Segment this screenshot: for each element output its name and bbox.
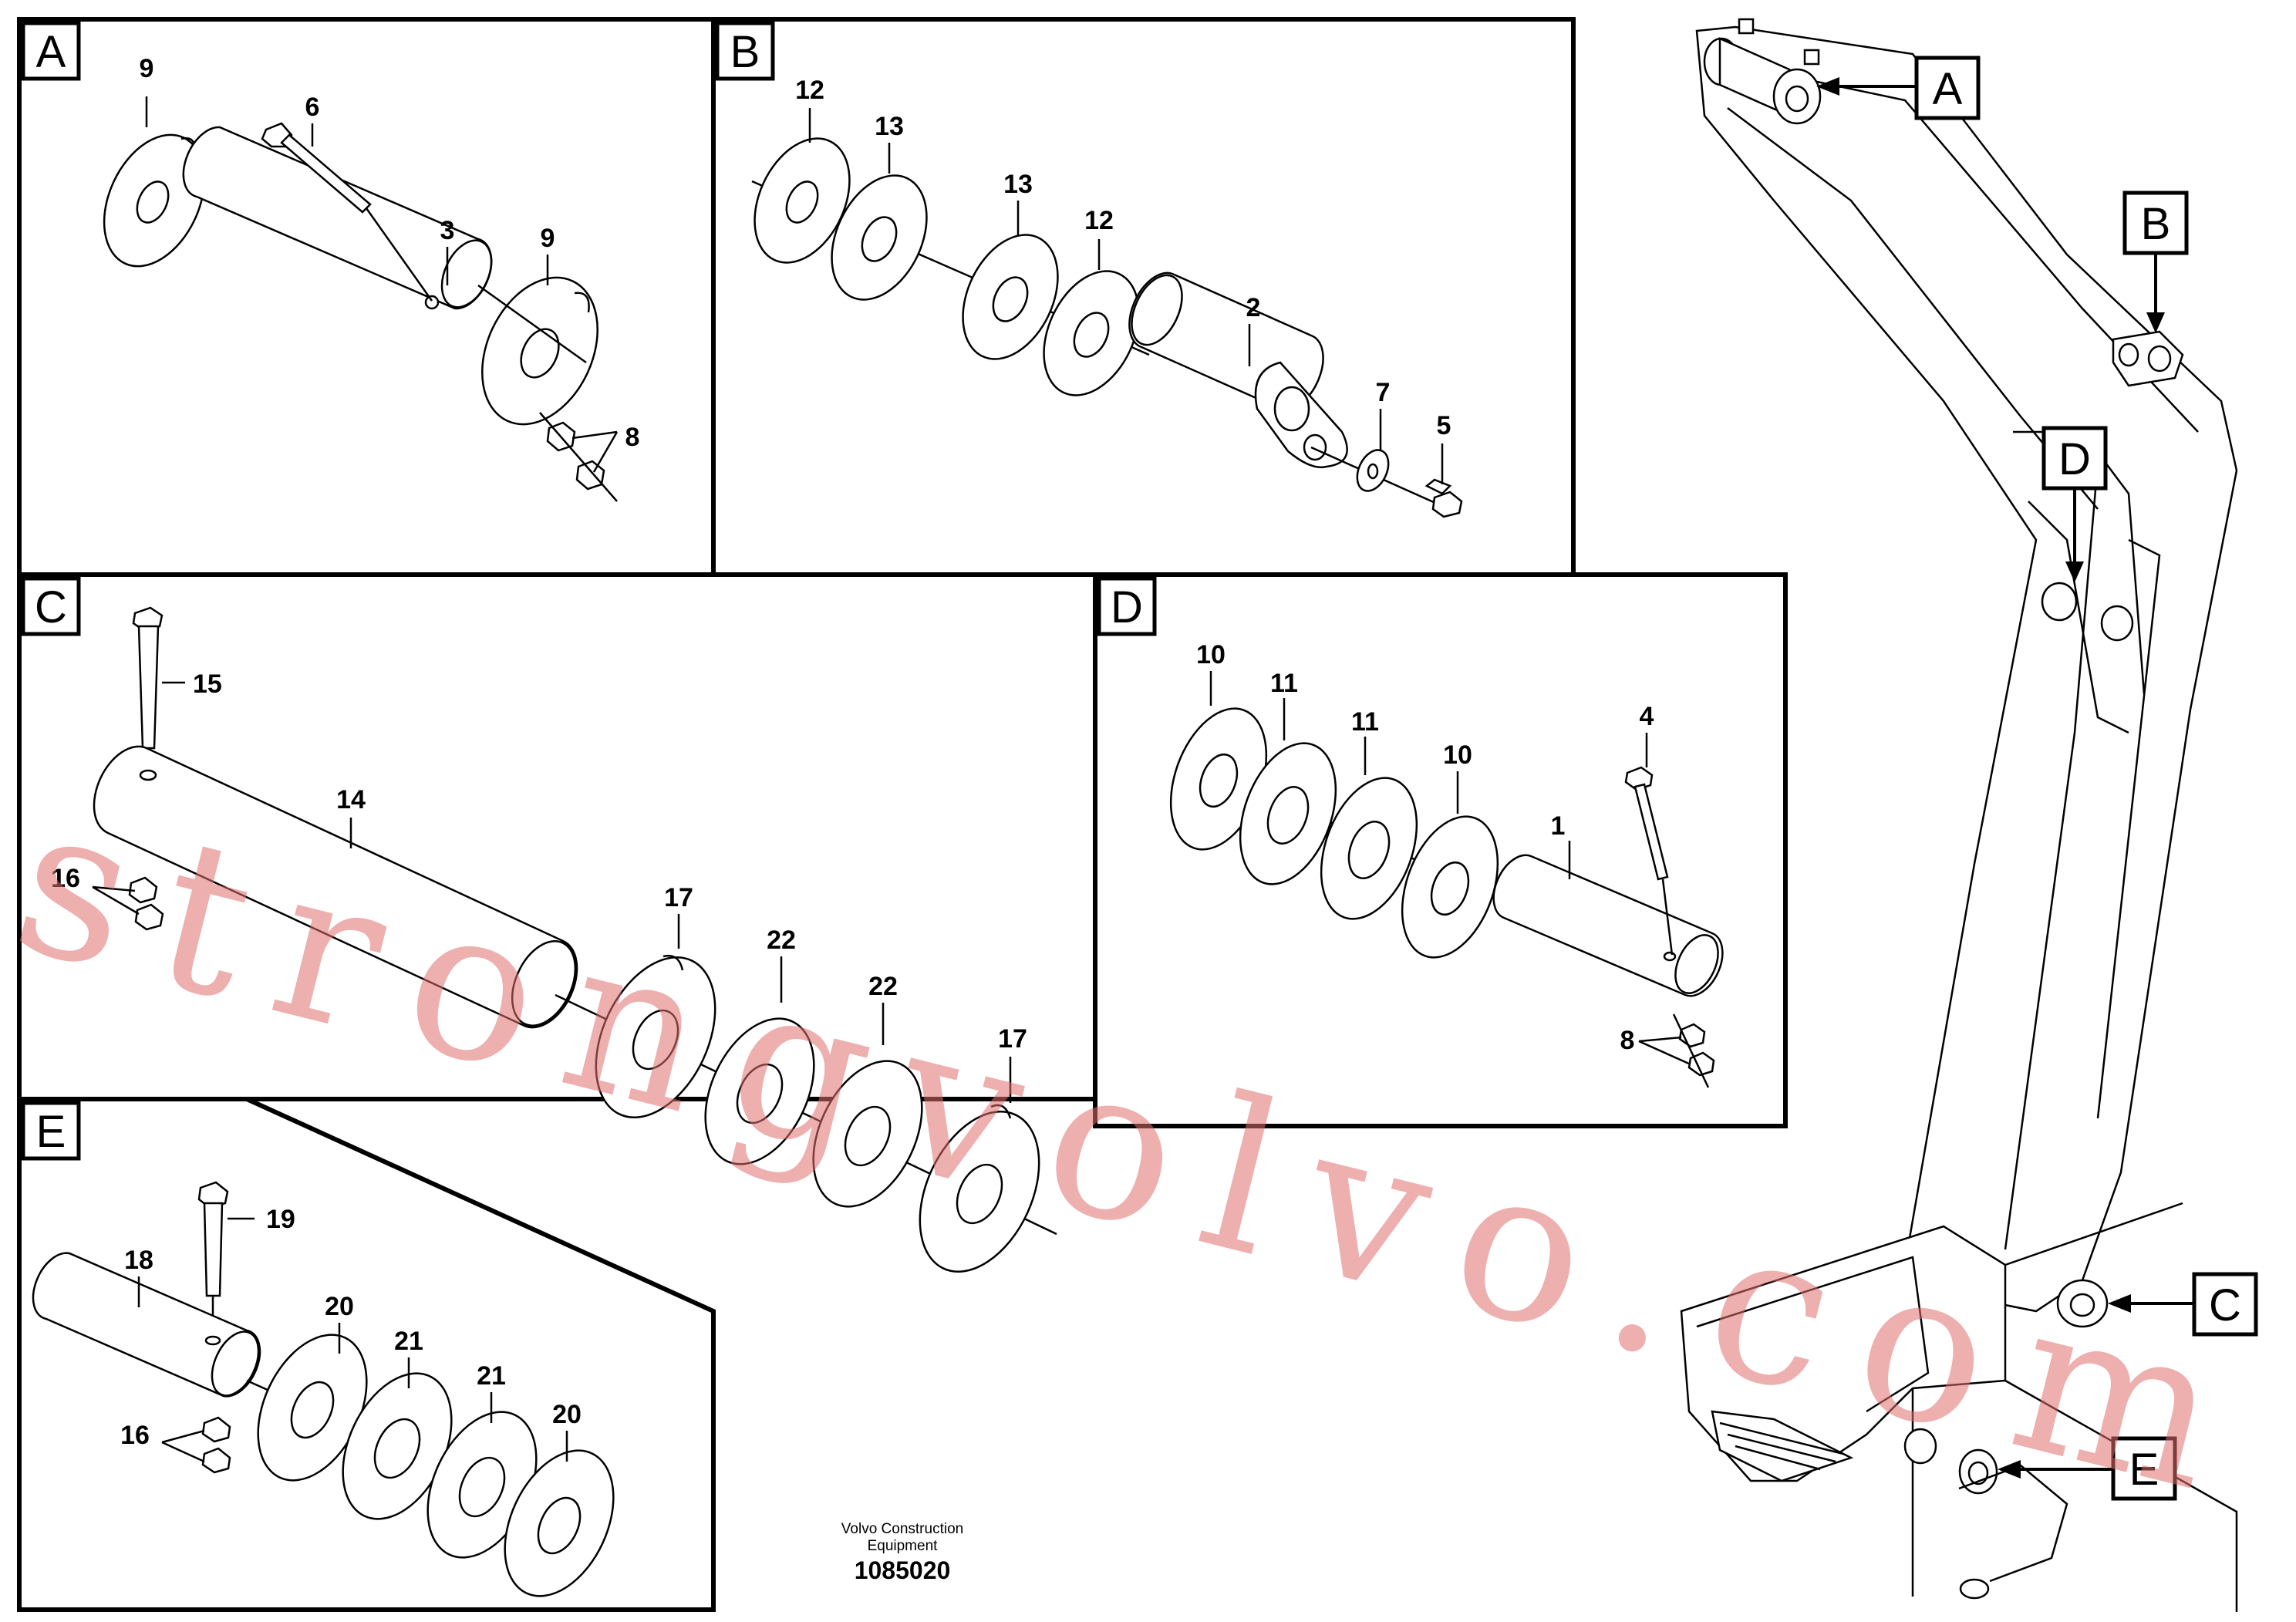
svg-text:D: D bbox=[2058, 434, 2091, 484]
svg-text:D: D bbox=[1111, 582, 1143, 632]
svg-text:9: 9 bbox=[541, 224, 555, 253]
svg-text:B: B bbox=[2141, 199, 2171, 249]
callout-D: D bbox=[2041, 426, 2108, 582]
svg-text:21: 21 bbox=[394, 1327, 423, 1356]
panel-tag-D: D bbox=[1097, 576, 1157, 636]
svg-text:8: 8 bbox=[625, 423, 640, 452]
svg-text:5: 5 bbox=[1437, 411, 1451, 440]
callout-E: E bbox=[1998, 1436, 2177, 1501]
panel-c-parts: 15 14 16 17 22 22 17 bbox=[51, 606, 1057, 1273]
svg-text:13: 13 bbox=[1003, 170, 1033, 199]
svg-text:22: 22 bbox=[868, 972, 898, 1001]
svg-text:4: 4 bbox=[1640, 702, 1654, 731]
svg-text:17: 17 bbox=[664, 883, 693, 912]
svg-text:20: 20 bbox=[552, 1400, 582, 1429]
svg-text:C: C bbox=[2209, 1280, 2241, 1330]
boom-overview bbox=[1680, 18, 2238, 1612]
svg-text:3: 3 bbox=[440, 216, 455, 245]
svg-text:C: C bbox=[35, 582, 67, 632]
panel-b-parts: 12 13 13 12 2 7 5 bbox=[751, 76, 1463, 518]
callout-C: C bbox=[2108, 1272, 2258, 1337]
svg-text:21: 21 bbox=[477, 1361, 506, 1391]
panel-a-parts: 9 6 3 9 8 bbox=[103, 54, 640, 502]
svg-text:10: 10 bbox=[1443, 740, 1472, 770]
svg-text:14: 14 bbox=[336, 785, 366, 814]
panel-tag-C: C bbox=[21, 576, 81, 636]
svg-text:19: 19 bbox=[266, 1205, 295, 1234]
panel-tag-E: E bbox=[21, 1101, 81, 1161]
svg-text:E: E bbox=[2129, 1445, 2159, 1495]
svg-text:12: 12 bbox=[1084, 206, 1114, 235]
svg-text:13: 13 bbox=[875, 112, 904, 141]
panel-tag-A: A bbox=[21, 21, 81, 81]
drawing-number: 1085020 bbox=[854, 1556, 951, 1584]
svg-text:A: A bbox=[36, 27, 66, 77]
svg-text:12: 12 bbox=[795, 76, 824, 105]
svg-text:B: B bbox=[730, 27, 760, 77]
svg-text:20: 20 bbox=[325, 1292, 354, 1321]
svg-text:16: 16 bbox=[51, 864, 80, 893]
company-line-2: Equipment bbox=[867, 1538, 938, 1554]
panel-tag-B: B bbox=[715, 21, 775, 81]
panel-d-parts: 10 11 11 10 4 1 8 bbox=[1169, 640, 1724, 1088]
panel-e-parts: 19 18 20 21 21 20 16 bbox=[32, 1181, 615, 1597]
svg-text:16: 16 bbox=[120, 1421, 150, 1450]
svg-text:9: 9 bbox=[140, 54, 154, 83]
svg-text:22: 22 bbox=[767, 926, 796, 955]
callout-B: B bbox=[2122, 191, 2189, 333]
svg-text:E: E bbox=[36, 1107, 66, 1157]
svg-text:15: 15 bbox=[193, 669, 222, 699]
svg-text:17: 17 bbox=[998, 1024, 1027, 1054]
svg-text:8: 8 bbox=[1620, 1026, 1635, 1055]
callout-A: A bbox=[1816, 56, 1981, 120]
svg-text:18: 18 bbox=[124, 1246, 153, 1275]
svg-text:1: 1 bbox=[1551, 811, 1566, 841]
panel-frames bbox=[17, 17, 1788, 1612]
svg-text:10: 10 bbox=[1196, 640, 1226, 669]
svg-text:6: 6 bbox=[305, 93, 320, 122]
svg-text:11: 11 bbox=[1270, 669, 1298, 698]
svg-text:11: 11 bbox=[1351, 707, 1379, 737]
svg-text:7: 7 bbox=[1376, 378, 1391, 407]
svg-text:2: 2 bbox=[1246, 293, 1261, 322]
company-line-1: Volvo Construction bbox=[841, 1521, 964, 1537]
svg-text:A: A bbox=[1933, 64, 1963, 114]
